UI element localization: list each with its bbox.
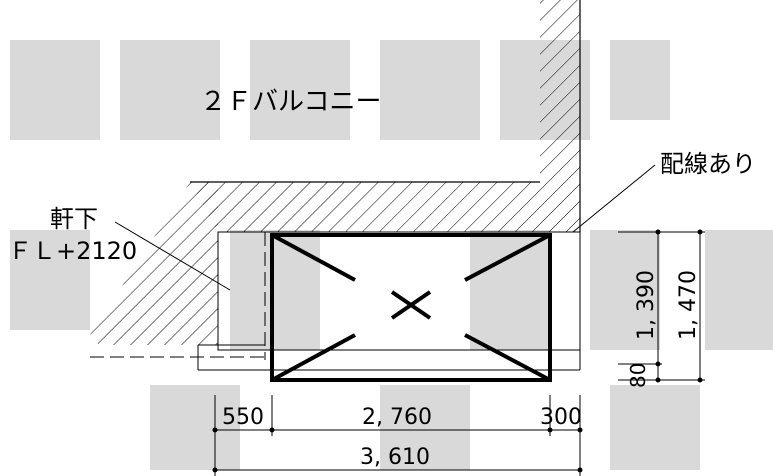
leader-lines xyxy=(114,164,656,291)
wiring-label: 配線あり xyxy=(660,150,756,178)
dim-height-inner: 1, 390 xyxy=(634,270,659,340)
eaves-label: 軒下 xyxy=(50,205,98,233)
floor-level-label: ＦＬ+2120 xyxy=(8,237,137,265)
dim-center: 2, 760 xyxy=(362,405,432,430)
dim-height-outer: 1, 470 xyxy=(676,270,701,340)
vertical-dimensions xyxy=(618,229,705,383)
balcony-label: ２Ｆバルコニー xyxy=(200,87,381,117)
horizontal-dimensions xyxy=(212,395,583,476)
dim-total: 3, 610 xyxy=(360,445,430,470)
dim-bottom: 80 xyxy=(626,363,650,388)
eaves-outline xyxy=(90,231,581,371)
wall-hatch xyxy=(88,0,581,345)
dim-right: 300 xyxy=(540,405,582,430)
dim-left: 550 xyxy=(222,405,264,430)
unit-frame xyxy=(270,233,552,382)
